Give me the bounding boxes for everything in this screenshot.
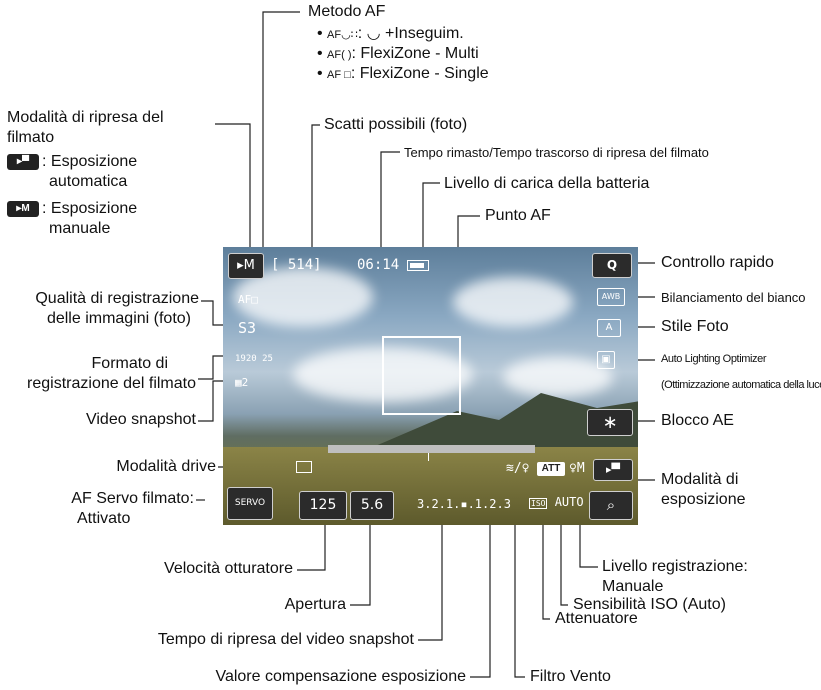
- magnifier-icon: ⌕: [606, 496, 616, 514]
- image-quality: S3: [238, 319, 257, 337]
- exposure-compensation-scale: 3.2.1.▪.1.2.3: [417, 497, 511, 511]
- cloud-shape: [453, 277, 573, 327]
- label-scatti-possibili: Scatti possibili (foto): [324, 116, 468, 133]
- label-valore-compensazione: Valore compensazione esposizione: [215, 668, 466, 685]
- label-alo-2: (Ottimizzazione automatica della luce): [661, 379, 821, 391]
- white-balance-icon: AWB: [597, 288, 625, 306]
- microphone-icon: ♀: [569, 461, 577, 476]
- label-qualita-1: Qualità di registrazione: [35, 290, 199, 307]
- label-tempo-snapshot: Tempo di ripresa del video snapshot: [157, 631, 414, 648]
- label-apertura: Apertura: [284, 596, 346, 613]
- label-stile-foto: Stile Foto: [661, 318, 729, 335]
- movie-camera-icon: ▸: [237, 258, 244, 273]
- label-sensibilita-iso: Sensibilità ISO (Auto): [573, 596, 726, 613]
- camera-lcd-screen: ▸M [ 514] 06:14 AF□ S3 1920 25 ▦2 Q AWB …: [223, 247, 638, 525]
- label-esposizione-manuale-2: manuale: [49, 220, 111, 237]
- label-livello-registrazione-1: Livello registrazione:: [602, 558, 748, 575]
- label-esposizione-auto-2: automatica: [49, 173, 128, 190]
- exposure-mode-button[interactable]: ▸▀: [593, 459, 633, 481]
- movie-auto-icon: ▸▀: [7, 153, 39, 170]
- label-modalita-drive: Modalità drive: [116, 458, 216, 475]
- af-option-single: • AF □: FlexiZone - Single: [317, 65, 489, 82]
- label-formato-1: Formato di: [91, 355, 168, 372]
- auto-lighting-optimizer-icon: ▣: [597, 351, 615, 369]
- cloud-shape: [503, 357, 613, 397]
- shots-remaining: [ 514]: [271, 257, 322, 273]
- label-metodo-af: Metodo AF: [308, 3, 386, 20]
- recording-level-indicator: ♀M: [569, 461, 585, 476]
- picture-style-icon: A: [597, 319, 621, 337]
- magnify-button[interactable]: ⌕: [589, 491, 633, 520]
- field-shape: [223, 447, 638, 525]
- label-modalita-ripresa-1: Modalità di ripresa del: [7, 109, 164, 126]
- label-controllo-rapido: Controllo rapido: [661, 254, 774, 271]
- label-blocco-ae: Blocco AE: [661, 412, 734, 429]
- recording-time: 06:14: [357, 257, 400, 273]
- af-option-multi: • AF( ): FlexiZone - Multi: [317, 45, 479, 62]
- shutter-speed-button[interactable]: 125: [299, 491, 347, 520]
- snapshot-icon: ▦: [235, 376, 242, 389]
- attenuator-badge: ATT: [537, 462, 565, 476]
- label-livello-registrazione-2: Manuale: [602, 578, 664, 595]
- label-af-servo-1: AF Servo filmato:: [71, 490, 194, 507]
- movie-servo-af-button[interactable]: SERVO AF: [227, 487, 273, 520]
- label-tempo-rimasto: Tempo rimasto/Tempo trascorso di ripresa…: [404, 145, 709, 160]
- label-punto-af: Punto AF: [485, 207, 551, 224]
- wind-filter-icon: ≋/♀: [506, 461, 530, 476]
- label-af-servo-2: Attivato: [77, 510, 131, 527]
- video-snapshot-indicator: ▦2: [235, 376, 249, 389]
- label-modalita-esposizione-1: Modalità di: [661, 471, 739, 488]
- label-velocita-otturatore: Velocità otturatore: [164, 560, 293, 577]
- aperture-button[interactable]: 5.6: [350, 491, 394, 520]
- label-qualita-2: delle immagini (foto): [46, 310, 191, 327]
- movie-format: 1920 25: [235, 354, 273, 364]
- movie-manual-icon: ▸M: [7, 200, 39, 217]
- level-bar: [328, 445, 535, 453]
- quick-control-button[interactable]: Q: [592, 253, 632, 278]
- drive-mode-icon: [296, 461, 312, 473]
- label-modalita-ripresa-2: filmato: [7, 129, 55, 146]
- iso-icon: ISO: [529, 498, 548, 509]
- label-modalita-esposizione-2: esposizione: [661, 491, 746, 508]
- label-attenuatore: Attenuatore: [555, 610, 638, 627]
- battery-icon: [407, 260, 429, 271]
- af-mode-indicator: AF□: [238, 293, 258, 306]
- label-formato-2: registrazione del filmato: [27, 375, 196, 392]
- level-marker: [428, 453, 429, 461]
- shooting-mode-button[interactable]: ▸M: [228, 253, 264, 279]
- movie-camera-icon: ▸▀: [606, 463, 620, 476]
- label-video-snapshot: Video snapshot: [85, 411, 196, 428]
- label-filtro-vento: Filtro Vento: [530, 668, 611, 685]
- iso-indicator: ISO AUTO: [529, 495, 584, 509]
- label-alo-1: Auto Lighting Optimizer: [661, 353, 767, 365]
- label-esposizione-auto: ▸▀: Esposizione: [7, 152, 137, 172]
- label-batteria: Livello di carica della batteria: [444, 175, 650, 192]
- ae-lock-button[interactable]: ∗: [587, 409, 633, 436]
- label-bilanciamento: Bilanciamento del bianco: [661, 290, 806, 305]
- af-option-face: • AF◡∷: ◡ +Inseguim.: [317, 25, 464, 42]
- label-esposizione-manuale: ▸M: Esposizione: [7, 199, 137, 219]
- af-point-frame: [382, 336, 461, 415]
